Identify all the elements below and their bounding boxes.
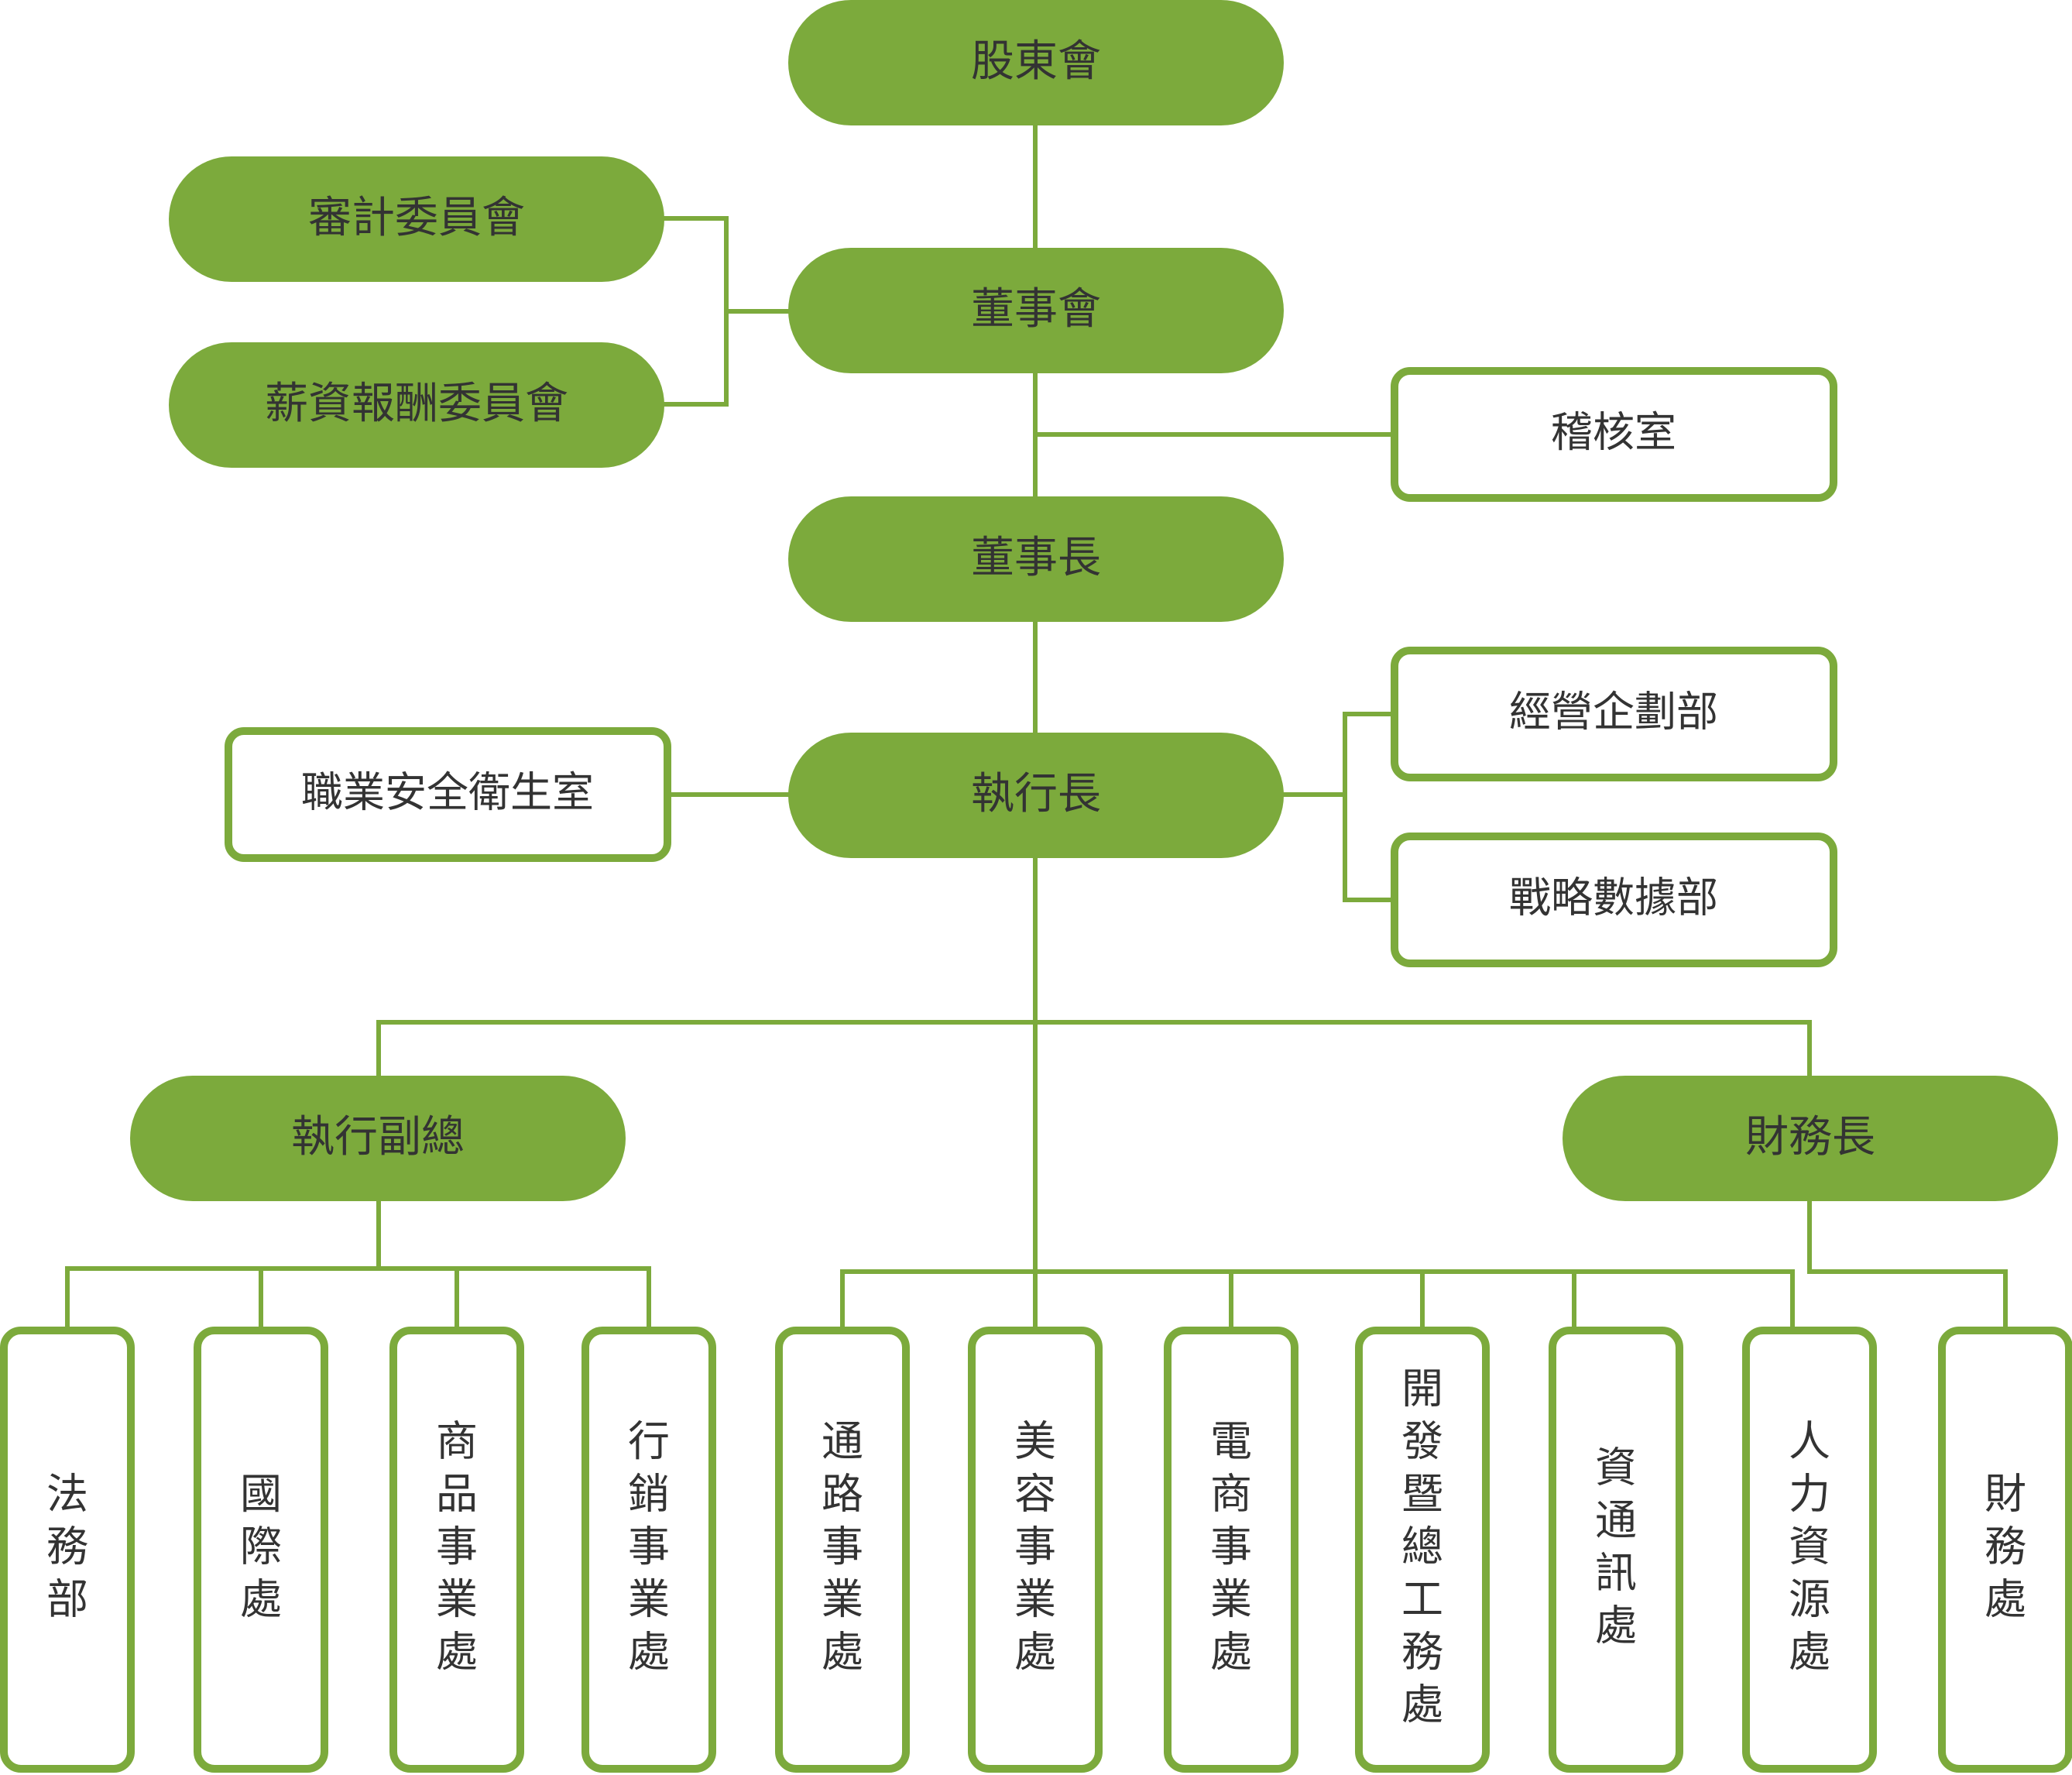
node-audit-office: 稽核室	[1391, 367, 1837, 502]
line-cfo-bus	[1807, 1198, 2008, 1333]
node-legal: 法務部	[0, 1327, 135, 1773]
node-label: 通路事業處	[822, 1417, 863, 1677]
node-label: 資通訊處	[1595, 1444, 1637, 1650]
node-international: 國際處	[194, 1327, 328, 1773]
node-evp: 執行副總	[130, 1076, 626, 1201]
node-ecommerce: 電商事業處	[1164, 1327, 1298, 1773]
node-label: 董事長	[971, 533, 1101, 583]
line-ceo-right-staff	[1279, 712, 1397, 902]
node-label: 執行副總	[291, 1112, 465, 1162]
node-channel: 通路事業處	[775, 1327, 910, 1773]
node-label: 執行長	[971, 769, 1101, 819]
node-shareholders: 股東會	[788, 0, 1284, 125]
node-label: 財務長	[1745, 1112, 1875, 1162]
node-label: 股東會	[971, 36, 1101, 87]
line-top-bus	[376, 1020, 1812, 1079]
node-chairman: 董事長	[788, 496, 1284, 622]
node-audit-committee: 審計委員會	[169, 156, 664, 282]
line-ceo-bus	[840, 1269, 1795, 1333]
node-development: 開發暨總工務處	[1355, 1327, 1490, 1773]
node-business-planning: 經營企劃部	[1391, 647, 1837, 781]
node-label: 董事會	[971, 284, 1101, 335]
department-boxes: 法務部 國際處 商品事業處 行銷事業處 通路事業處 美容事業處 電商事業處 開發暨總工務處 資通…	[0, 1327, 2072, 1773]
node-marketing: 行銷事業處	[581, 1327, 716, 1773]
line-evp-bus	[65, 1198, 651, 1333]
node-label: 法務部	[46, 1470, 88, 1624]
node-label: 行銷事業處	[628, 1417, 670, 1677]
node-label: 美容事業處	[1014, 1417, 1056, 1677]
node-label: 戰略數據部	[1509, 874, 1718, 922]
node-label: 職業安全衛生室	[301, 768, 594, 817]
line-committees-board	[660, 216, 792, 407]
node-finance: 財務處	[1938, 1327, 2072, 1773]
node-label: 薪資報酬委員會	[265, 379, 568, 429]
node-cfo: 財務長	[1563, 1076, 2058, 1201]
node-ohs-office: 職業安全衛生室	[225, 727, 671, 862]
node-strategy-data: 戰略數據部	[1391, 833, 1837, 967]
node-hr: 人力資源處	[1742, 1327, 1877, 1773]
node-compensation-committee: 薪資報酬委員會	[169, 342, 664, 468]
node-label: 財務處	[1985, 1470, 2026, 1624]
connector-lines	[65, 122, 2008, 1333]
node-label: 經營企劃部	[1509, 688, 1718, 736]
node-label: 電商事業處	[1210, 1417, 1252, 1677]
node-label: 國際處	[240, 1470, 282, 1624]
node-label: 商品事業處	[436, 1417, 478, 1677]
node-beauty: 美容事業處	[968, 1327, 1103, 1773]
node-label: 審計委員會	[308, 193, 525, 243]
node-label: 開發暨總工務處	[1401, 1365, 1443, 1729]
node-label: 人力資源處	[1789, 1417, 1830, 1677]
node-merchandise: 商品事業處	[389, 1327, 524, 1773]
node-board: 董事會	[788, 248, 1284, 373]
node-it: 資通訊處	[1549, 1327, 1683, 1773]
node-label: 稽核室	[1551, 408, 1676, 457]
node-ceo: 執行長	[788, 733, 1284, 858]
